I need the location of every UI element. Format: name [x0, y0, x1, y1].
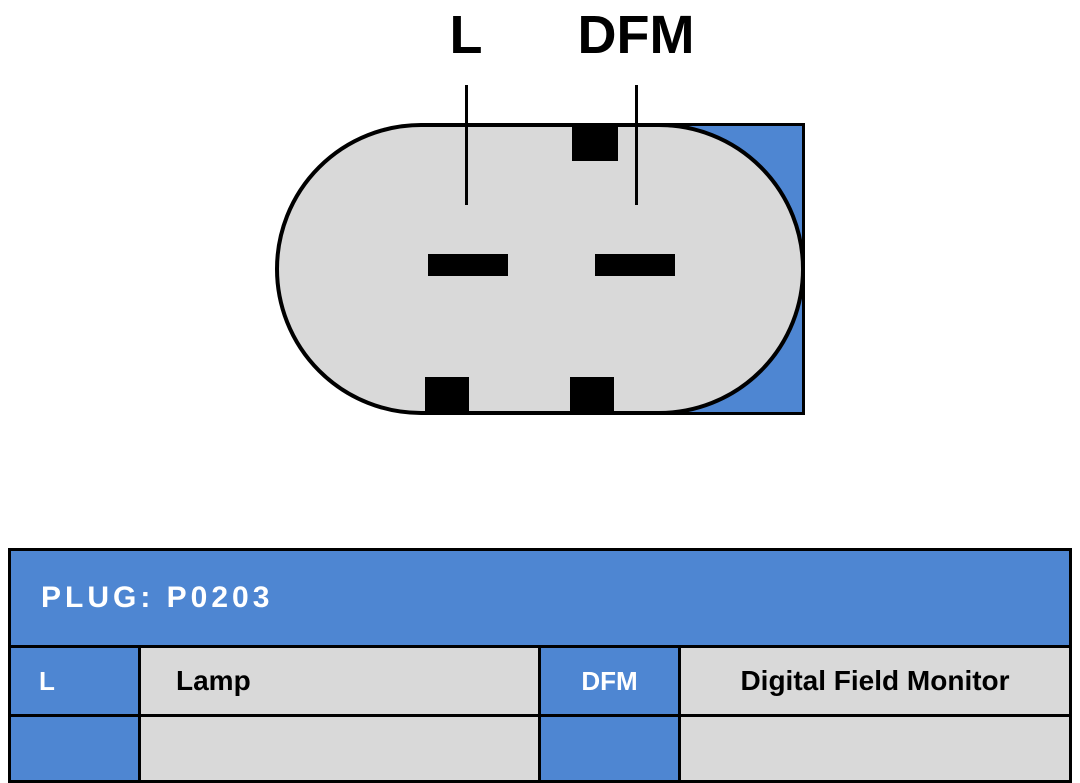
connector-body	[275, 123, 805, 415]
pin-description-cell	[681, 714, 1069, 780]
connector-terminal-dfm	[595, 254, 675, 276]
pin-code-cell: L	[11, 648, 141, 714]
pin-code-cell	[541, 714, 681, 780]
table-row	[11, 714, 1069, 780]
pin-description-cell	[141, 714, 541, 780]
pin-leader-line-l	[465, 85, 468, 205]
pin-code-cell	[11, 714, 141, 780]
pin-description-cell: Digital Field Monitor	[681, 648, 1069, 714]
connector-bottom-tab-right	[570, 377, 614, 415]
connector-bottom-tab-left	[425, 377, 469, 415]
pin-label-l: L	[449, 5, 483, 65]
connector-terminal-l	[428, 254, 508, 276]
pin-description-cell: Lamp	[141, 648, 541, 714]
pin-code-cell: DFM	[541, 648, 681, 714]
plug-table: PLUG: P0203 L Lamp DFM Digital Field Mon…	[8, 548, 1072, 783]
connector-top-tab	[572, 123, 618, 161]
table-row: L Lamp DFM Digital Field Monitor	[11, 648, 1069, 714]
pin-leader-line-dfm	[635, 85, 638, 205]
plug-table-header: PLUG: P0203	[11, 551, 1069, 648]
pin-label-dfm: DFM	[577, 5, 695, 65]
